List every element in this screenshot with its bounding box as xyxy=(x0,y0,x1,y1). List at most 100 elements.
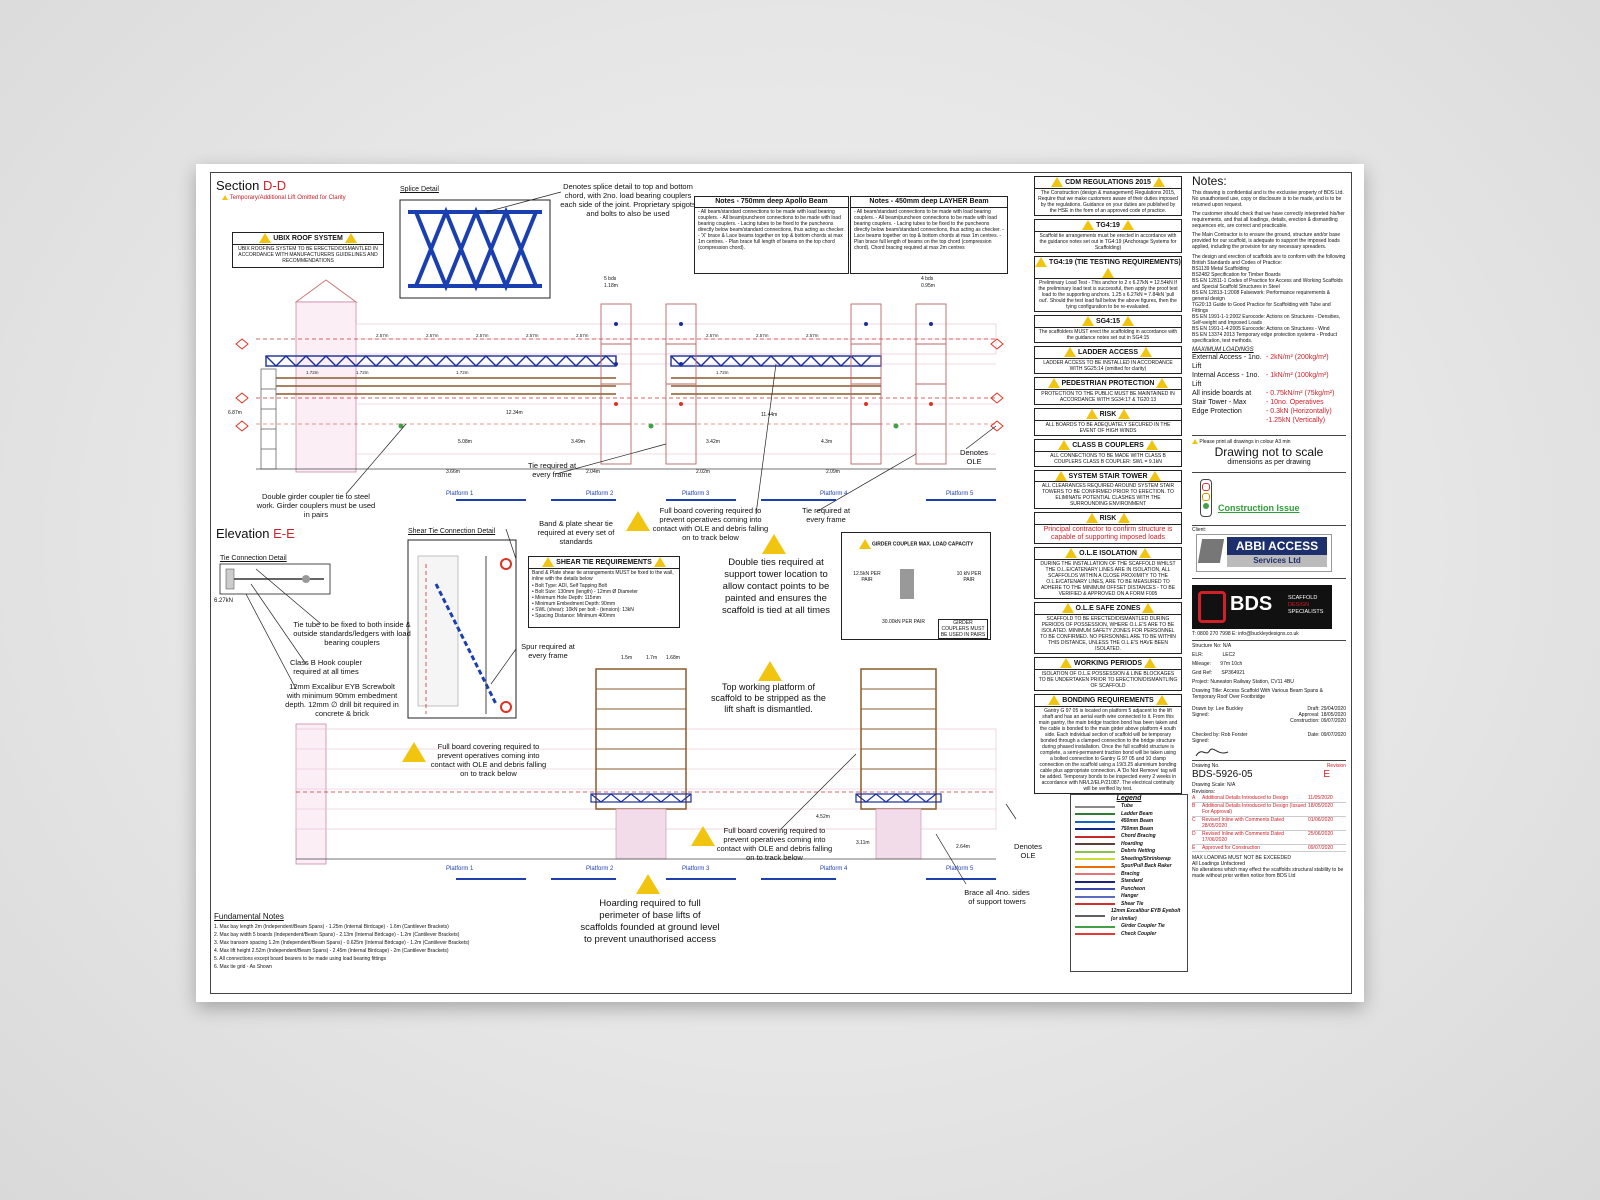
loading-label: Stair Tower - Max xyxy=(1192,399,1247,406)
girder-bottom-load: 30.00kN PER PAIR xyxy=(882,619,925,625)
section-dd-subtitle: Temporary/Additional Lift Omitted for Cl… xyxy=(222,195,346,201)
girder-coupler-icon xyxy=(900,569,914,599)
legend-swatch xyxy=(1075,873,1115,876)
shear-tie-item: • SWL (shear): 10kN per bolt - (tension)… xyxy=(532,606,634,613)
shear-tie-item: • Minimum Embedment Depth: 90mm xyxy=(532,600,616,607)
legend-swatch xyxy=(1075,933,1115,936)
loading-value: -1.25kN (Vertically) xyxy=(1266,417,1326,424)
revisions-label: Revisions: xyxy=(1192,789,1216,795)
right-warning-box-header: CLASS B COUPLERS xyxy=(1035,439,1181,452)
dim-e1: 1.5m xyxy=(621,655,633,661)
shear-tie-item: • Bolt Type: ADI, Self Tapping Bolt xyxy=(532,582,607,589)
loading-value: - 10no. Operatives xyxy=(1266,399,1324,406)
warning-icon xyxy=(1082,219,1095,230)
warning-icon xyxy=(1061,603,1074,614)
svg-text:2.57m: 2.57m xyxy=(476,333,489,338)
svg-text:2.57m: 2.57m xyxy=(576,333,589,338)
legend-row: Chord Bracing xyxy=(1075,833,1183,841)
warning-icon xyxy=(259,233,272,243)
legend-swatch xyxy=(1075,813,1115,816)
warning-icon xyxy=(1060,657,1073,668)
max-loading-warning: MAX LOADING MUST NOT BE EXCEEDED xyxy=(1192,855,1292,861)
double-girder-callout: Double girder coupler tie to steel work.… xyxy=(256,492,376,519)
platform-label: Platform 2 xyxy=(586,866,614,872)
right-warning-column: CDM REGULATIONS 2015 The Construction (d… xyxy=(1034,176,1182,797)
legend-label: 750mm Beam xyxy=(1121,825,1154,832)
shear-tie-box: SHEAR TIE REQUIREMENTS Band & Plate shea… xyxy=(528,556,680,628)
loading-row: All inside boards at- 0.75kN/m² (75kg/m²… xyxy=(1192,389,1346,398)
elr-value: LEC2 xyxy=(1222,652,1236,658)
right-warning-box-header: RISK xyxy=(1035,408,1181,421)
approval-date: Approval: 18/05/2020 xyxy=(1298,712,1346,718)
loading-row: Stair Tower - Max - 10no. Operatives xyxy=(1192,398,1346,407)
right-warning-text: Scaffold tie arrangements must be erecte… xyxy=(1039,232,1177,251)
right-warning-box-header: TG4:19 xyxy=(1035,219,1181,232)
notes-title: Notes: xyxy=(1192,174,1227,188)
warning-icon xyxy=(758,661,782,681)
legend-swatch xyxy=(1075,925,1115,928)
project: Project: Nuneaton Railway Station, CV11 … xyxy=(1192,679,1294,685)
right-warning-text: ALL CLEARANCES REQUIRED AROUND SYSTEM ST… xyxy=(1041,483,1175,508)
signed-label: Signed: xyxy=(1192,712,1209,718)
layher-notes-title: Notes - 450mm deep LAYHER Beam xyxy=(851,197,1007,208)
dim-d3: 3.49m xyxy=(571,439,585,445)
legend-swatch xyxy=(1075,828,1115,831)
drawing-no-label: Drawing No. xyxy=(1192,763,1220,769)
legend-swatch xyxy=(1075,850,1115,853)
right-warning-text: SCAFFOLD TO BE ERECTED/DISMANTLED DURING… xyxy=(1040,615,1176,652)
warning-icon xyxy=(1102,267,1114,278)
girder-right-load: 10 kN PER PAIR xyxy=(956,571,982,583)
construction-date: Construction: 09/07/2020 xyxy=(1290,718,1346,724)
company-tag: DESIGN xyxy=(1288,602,1310,608)
standard-item: BS EN 13374 2013 Temporary edge protecti… xyxy=(1192,332,1337,344)
girder-capacity-box: GIRDER COUPLER MAX. LOAD CAPACITY 12.5kN… xyxy=(841,532,991,640)
platform-label: Platform 1 xyxy=(446,491,474,497)
warning-icon xyxy=(691,826,715,846)
platform-label: Platform 5 xyxy=(946,866,974,872)
legend-row: Hoarding xyxy=(1075,841,1183,849)
section-dd-title: Section D-D xyxy=(216,178,287,193)
company-name: BDS xyxy=(1230,593,1273,615)
right-warning-text: The scaffolders MUST erect the scaffoldi… xyxy=(1038,329,1178,342)
right-warning-box: RISK Principal contractor to confirm str… xyxy=(1034,512,1182,545)
warning-icon xyxy=(1065,548,1078,559)
mileage-value: 97m 10ch xyxy=(1220,661,1243,667)
legend-row: Girder Coupler Tie xyxy=(1075,923,1183,931)
legend-label: Shear Tie xyxy=(1121,900,1144,907)
class-b-callout: Class B Hook coupler required at all tim… xyxy=(289,658,363,676)
legend-swatch xyxy=(1075,805,1115,808)
warning-icon xyxy=(1047,378,1060,389)
dim-w1: 5 bds xyxy=(604,276,617,282)
right-warning-text: PROTECTION TO THE PUBLIC MUST BE MAINTAI… xyxy=(1041,390,1175,403)
ubix-warning-box: UBIX ROOF SYSTEM UBIX ROOFING SYSTEM TO … xyxy=(232,232,384,268)
right-warning-text: ALL BOARDS TO BE ADEQUATELY SECURED IN T… xyxy=(1045,421,1171,434)
dim-w4: 0.95m xyxy=(921,283,935,289)
notes-column: Notes: This drawing is confidential and … xyxy=(1192,174,1346,879)
legend-row: Check Coupler xyxy=(1075,931,1183,939)
platform-label: Platform 4 xyxy=(820,491,848,497)
loading-row: Edge Protection - 0.3kN (Horizontally) xyxy=(1192,407,1346,416)
revision-desc: Revised Inline with Comments Dated 28/05… xyxy=(1202,816,1284,830)
drawn-by: Drawn by: Lee Buckley xyxy=(1192,706,1244,712)
legend-label: Puncheon xyxy=(1121,885,1146,892)
warning-icon xyxy=(1142,603,1155,614)
loading-row: Internal Access - 1no. Lift- 1kN/m² (100… xyxy=(1192,371,1346,389)
standard-item: BS EN 1991-1-1:2002 Eurocode: Actions on… xyxy=(1192,314,1341,326)
svg-text:2.57m: 2.57m xyxy=(706,333,719,338)
right-warning-title: SYSTEM STAIR TOWER xyxy=(1068,472,1148,480)
loading-label: Edge Protection xyxy=(1192,408,1242,415)
right-warning-box-header: LADDER ACCESS xyxy=(1035,347,1181,360)
right-warning-title: SG4:15 xyxy=(1095,318,1121,326)
svg-text:2.57m: 2.57m xyxy=(806,333,819,338)
right-warning-text: Principal contractor to confirm structur… xyxy=(1043,526,1173,542)
double-ties-callout: Double ties required at support tower lo… xyxy=(721,557,831,616)
legend-label: Ladder Beam xyxy=(1121,810,1153,817)
platform-label: Platform 3 xyxy=(682,866,710,872)
loading-value: - 0.3kN (Horizontally) xyxy=(1266,408,1332,415)
warning-icon xyxy=(1139,347,1152,358)
